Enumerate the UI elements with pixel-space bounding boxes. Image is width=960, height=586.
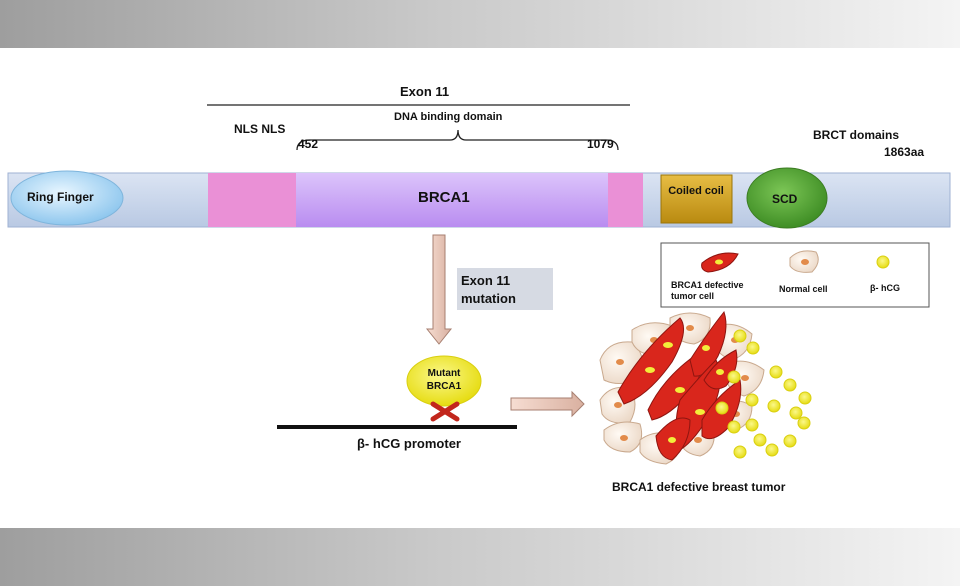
pos-start-label: 452 — [298, 137, 319, 151]
nls-label: NLS NLS — [234, 122, 286, 136]
legend-defective-text: BRCA1 defective tumor cell — [671, 280, 744, 301]
mutant-brca1-text: Mutant BRCA1 — [426, 368, 462, 392]
red-x-icon — [430, 401, 460, 422]
coiled-coil-text: Coiled coil — [668, 185, 724, 197]
brca1-domain — [296, 173, 608, 227]
bottom-gradient-band — [0, 528, 960, 586]
top-gradient-band — [0, 0, 960, 48]
right-arrow — [510, 390, 585, 418]
mutation-text: Exon 11 mutation — [461, 273, 516, 306]
legend-hcg-icon — [876, 255, 890, 269]
coiled-coil-label: Coiled coil — [664, 185, 728, 198]
legend-defective-label: BRCA1 defective tumor cell — [671, 280, 771, 302]
legend-normal-cell-icon — [789, 250, 819, 273]
exon11-label: Exon 11 — [400, 84, 450, 99]
legend-hcg-label: β- hCG — [870, 283, 900, 293]
pos-end-label: 1079 — [587, 137, 614, 151]
tumor-cluster — [599, 310, 812, 465]
promoter-label: β- hCG promoter — [357, 436, 461, 451]
scd-label: SCD — [772, 192, 798, 206]
dna-binding-brace — [296, 129, 619, 151]
promoter-line — [277, 425, 517, 429]
legend-defective-cell-icon — [701, 252, 739, 273]
mutation-label-box — [457, 268, 553, 310]
defective-cell-nuclei — [645, 342, 726, 443]
mutant-brca1-ellipse — [406, 355, 482, 407]
scd-circle — [746, 167, 828, 229]
brca1-label: BRCA1 — [418, 189, 470, 206]
coiled-coil-box — [660, 174, 733, 224]
ring-finger-ellipse — [10, 170, 124, 226]
dna-binding-label: DNA binding domain — [394, 111, 503, 123]
length-label: 1863aa — [884, 145, 925, 159]
mutant-brca1-label: Mutant BRCA1 — [414, 367, 474, 393]
down-arrow — [425, 234, 453, 345]
hcg-dots — [715, 329, 812, 459]
brct-label: BRCT domains — [813, 128, 900, 142]
legend-normal-label: Normal cell — [779, 284, 828, 294]
ring-finger-label: Ring Finger — [27, 190, 94, 204]
mutation-label: Exon 11 mutation — [461, 272, 531, 308]
tumor-label: BRCA1 defective breast tumor — [612, 480, 786, 494]
